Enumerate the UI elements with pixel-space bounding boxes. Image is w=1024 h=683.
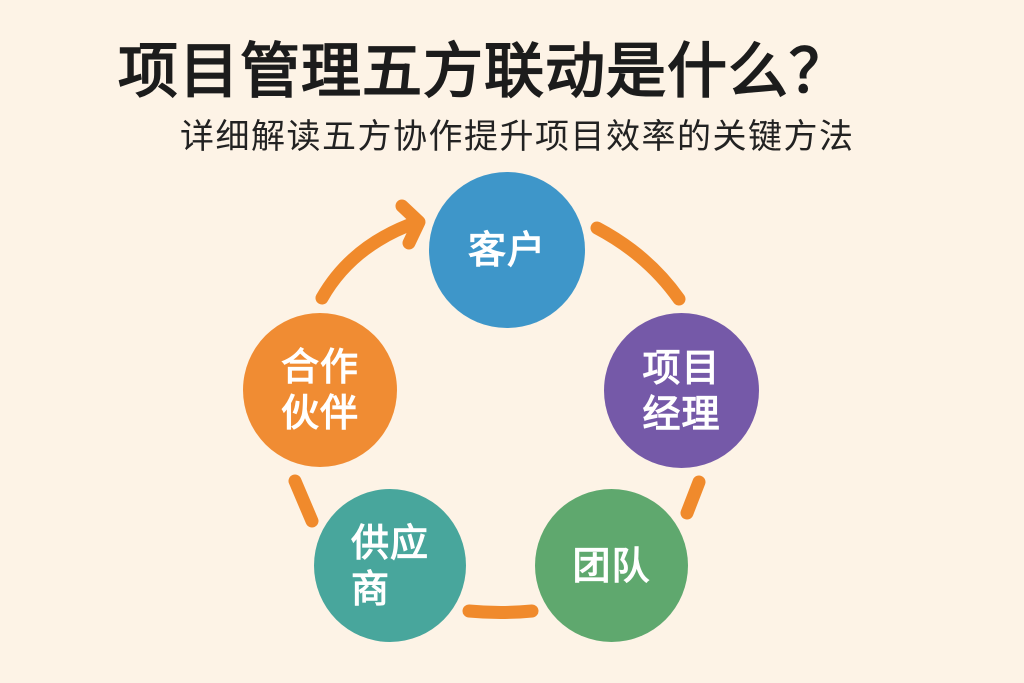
page-subtitle: 详细解读五方协作提升项目效率的关键方法 <box>180 117 855 157</box>
node-customer: 客户 <box>429 172 585 328</box>
node-customer-label: 客户 <box>467 228 546 272</box>
node-project-manager-label-1: 项目 <box>642 345 721 390</box>
node-partner-label-1: 合作 <box>280 345 359 389</box>
node-supplier-label-2: 商 <box>350 566 390 611</box>
connector-team-to-supplier <box>462 604 539 619</box>
node-team-label: 团队 <box>572 543 651 588</box>
node-team: 团队 <box>535 489 688 642</box>
node-project-manager: 项目 经理 <box>604 313 759 468</box>
node-project-manager-label-2: 经理 <box>642 391 721 436</box>
page-title: 项目管理五方联动是什么？ <box>118 37 850 107</box>
connector-pm-to-team <box>680 475 706 520</box>
arrowhead-icon <box>395 199 426 250</box>
node-partner-label-2: 伙伴 <box>280 391 359 435</box>
connector-supplier-to-partner <box>288 474 319 528</box>
node-partner: 合作 伙伴 <box>243 313 397 467</box>
node-supplier: 供应 商 <box>314 489 466 642</box>
arrow-partner-to-customer <box>315 215 424 305</box>
connector-customer-to-pm <box>590 221 686 306</box>
node-supplier-label-1: 供应 <box>350 520 429 565</box>
